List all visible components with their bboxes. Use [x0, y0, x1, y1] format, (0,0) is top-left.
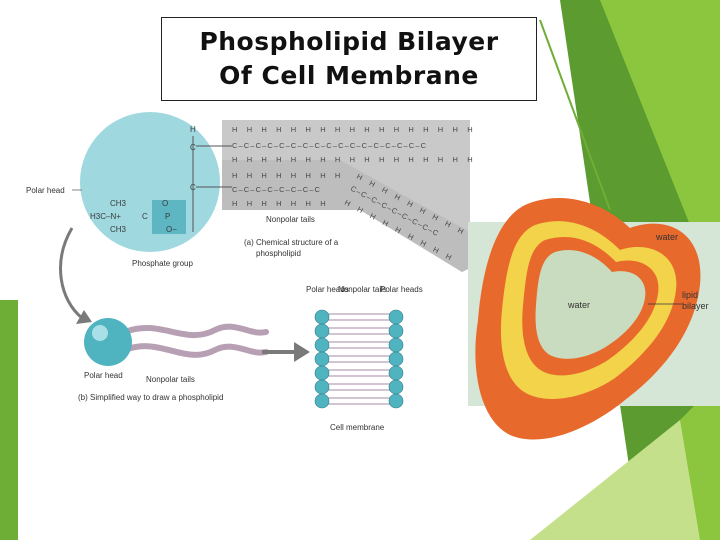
curved-arrow: [59, 227, 83, 320]
label-lipid-bilayer-wrap: lipid bilayer: [682, 290, 709, 311]
membrane-bilayer: [314, 309, 404, 409]
caption-a-line1: (a) Chemical structure of a: [244, 238, 339, 247]
atom-p: P: [165, 212, 170, 221]
slide-title-line2: Of Cell Membrane: [219, 61, 479, 90]
atom-ch3-a: CH3: [110, 199, 127, 208]
green-line-thin: [539, 19, 611, 211]
label-polar-head-a: Polar head: [26, 186, 65, 195]
chem-structure-band-lower: [222, 160, 470, 272]
simplified-head: [84, 318, 132, 366]
arrow-to-membrane-head: [294, 342, 310, 362]
membrane-heads-left: [314, 309, 330, 409]
vesicle-inner-water: [535, 250, 646, 359]
label-lipid-bilayer: lipid bilayer: [682, 290, 709, 311]
atom-ch3-b: CH3: [110, 225, 127, 234]
simplified-head-shine: [92, 325, 108, 341]
caption-cell-membrane: Cell membrane: [330, 423, 385, 432]
svg-text:H H H H H H H H H H H H H H H: H H H H H H H H H H H H H H H H H: [232, 155, 476, 164]
svg-text:C–C–C–C–C–C–C–C–C–C–C–C–C–C–C–: C–C–C–C–C–C–C–C–C–C–C–C–C–C–C–C–C: [232, 141, 427, 150]
svg-text:C–C–C–C–C–C–C–C: C–C–C–C–C–C–C–C: [232, 185, 321, 194]
atom-o: O: [162, 199, 168, 208]
label-membrane-nonpolar-tails: Nonpolar tails: [338, 285, 387, 294]
atom-o-minus: O−: [166, 225, 177, 234]
label-phosphate-group: Phosphate group: [132, 259, 193, 268]
title-box: Phospholipid Bilayer Of Cell Membrane: [161, 17, 537, 101]
phosphate-box: [152, 200, 186, 234]
caption-b: (b) Simplified way to draw a phospholipi…: [78, 393, 223, 402]
membrane-tails: [326, 313, 392, 405]
label-polar-head-b: Polar head: [84, 371, 123, 380]
curved-arrow-head: [76, 310, 92, 324]
slide-title-line1: Phospholipid Bilayer: [199, 27, 499, 56]
label-membrane-polar-heads-right: Polar heads: [380, 285, 423, 294]
label-nonpolar-tails-a: Nonpolar tails: [266, 215, 315, 224]
membrane-heads-right: [388, 309, 404, 409]
simplified-tail-lower: [122, 343, 269, 358]
atom-n-plus: H3C–N+: [90, 212, 121, 221]
svg-text:H H H H H H H H: H H H H H H H H: [232, 171, 344, 180]
svg-text:H H H H H H H H H H H H H H H: H H H H H H H H H H H H H H H H H: [232, 125, 476, 134]
label-nonpolar-tails-b: Nonpolar tails: [146, 375, 195, 384]
svg-text:H H H H H H H: H H H H H H H: [232, 199, 329, 208]
green-triangle-bottom-light: [530, 420, 700, 540]
label-water-inside: water: [567, 300, 590, 310]
caption-a-line2: phospholipid: [256, 249, 301, 258]
simplified-tail-upper: [122, 323, 269, 339]
label-membrane-polar-heads-left: Polar heads: [306, 285, 349, 294]
green-strip-left: [0, 300, 18, 540]
polar-head-circle: [80, 112, 220, 252]
atom-c1: C: [142, 212, 148, 221]
label-water-outside: water: [655, 232, 678, 242]
atom-h: H: [190, 125, 196, 134]
